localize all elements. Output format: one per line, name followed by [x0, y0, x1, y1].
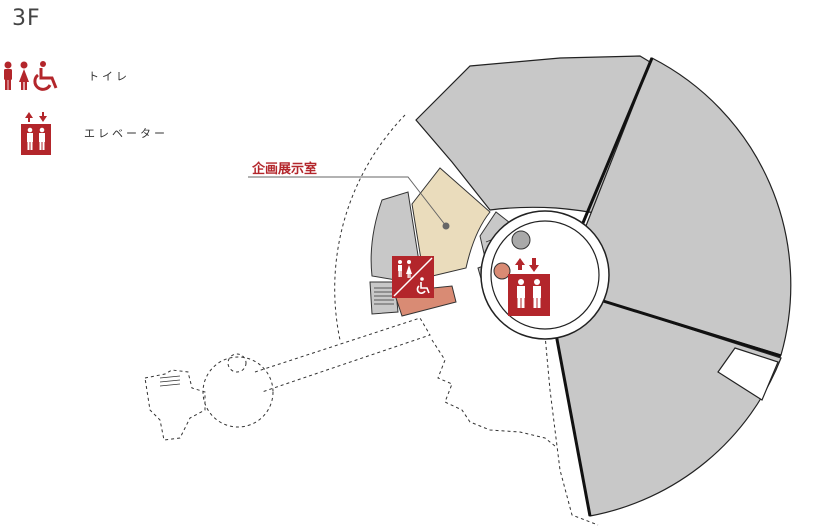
legend-elevator-label: エレベーター — [84, 127, 168, 140]
legend-toilet: トイレ — [0, 58, 130, 94]
outer-arc-outline — [334, 114, 406, 341]
legend-elevator: エレベーター — [20, 110, 168, 156]
lower-structure-outline — [431, 339, 556, 447]
legend-toilet-label: トイレ — [88, 70, 130, 83]
elevator-icon — [21, 112, 51, 155]
exhibition-room-label: 企画展示室 — [251, 161, 317, 177]
map-toilet-marker[interactable] — [392, 256, 434, 298]
corridor-outline — [254, 317, 431, 393]
exhibition-room[interactable] — [411, 167, 491, 279]
core-round-room — [511, 230, 531, 250]
map-elevator-marker[interactable] — [508, 258, 550, 316]
lower-arc-outline — [544, 334, 599, 526]
round-room-outline — [202, 356, 274, 428]
dividing-walls — [554, 57, 782, 517]
gallery-rooms — [415, 55, 792, 517]
stair-room-west — [369, 281, 399, 315]
exhibition-leader-line — [248, 176, 447, 227]
toilet-icon — [4, 61, 58, 91]
core-toilet-room — [493, 262, 511, 280]
floor-label: 3F — [12, 6, 41, 31]
dashed-outlines — [144, 114, 599, 526]
notch-southeast — [717, 347, 779, 401]
left-building-outline — [144, 369, 206, 441]
